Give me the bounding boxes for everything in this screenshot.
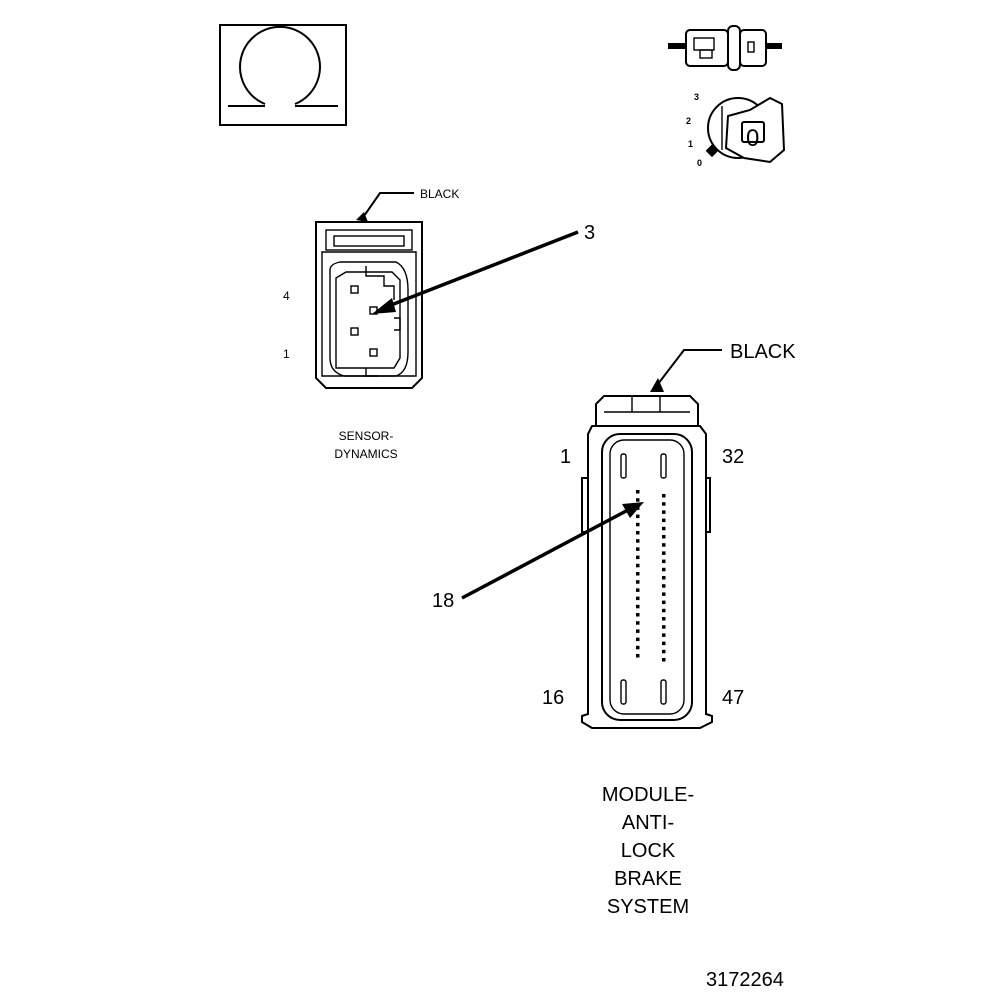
- sensor-callout: 3: [584, 222, 595, 244]
- module-pin: [636, 613, 640, 617]
- module-pin: [662, 494, 666, 498]
- module-color-label: BLACK: [730, 341, 796, 363]
- module-pin: [662, 625, 666, 629]
- sensor-pin-label-bottom: 1: [283, 347, 290, 361]
- module-pin: [636, 580, 640, 584]
- module-pin: [636, 498, 640, 502]
- module-pin-label-1: 1: [560, 446, 571, 468]
- sensor-color-label: BLACK: [420, 187, 459, 201]
- key-position-0: 0: [697, 158, 702, 168]
- module-pin: [662, 584, 666, 588]
- key-position-1: 1: [688, 139, 693, 149]
- module-pin: [662, 502, 666, 506]
- module-pin: [636, 654, 640, 658]
- module-connector: BLACK 1 32 16 47 18 MODULE- ANTI- LOCK BRAK…: [432, 341, 796, 918]
- module-pin: [636, 629, 640, 633]
- module-pin: [662, 658, 666, 662]
- module-pin: [662, 617, 666, 621]
- module-pin: [636, 596, 640, 601]
- module-name-line: SYSTEM: [607, 896, 689, 918]
- module-name-line: BRAKE: [614, 868, 682, 890]
- key-position-3: 3: [694, 92, 699, 102]
- module-pin: [636, 522, 640, 527]
- sensor-name-line1: SENSOR-: [339, 429, 394, 443]
- module-pin: [636, 645, 640, 650]
- module-pin: [636, 588, 640, 592]
- module-pin-1: [620, 453, 627, 479]
- module-pin: [662, 543, 666, 547]
- module-pin: [662, 510, 666, 514]
- module-pin-32: [660, 453, 667, 479]
- key-label: 0: [746, 125, 759, 152]
- module-pin: [662, 518, 666, 523]
- module-pin: [636, 572, 640, 576]
- module-name: MODULE- ANTI- LOCK BRAKE SYSTEM: [602, 784, 694, 918]
- module-pin-47: [660, 679, 667, 705]
- figure-number: 3172264: [706, 969, 784, 991]
- module-pin: [662, 649, 666, 654]
- ignition-key-icon: 3 2 1 0 0: [686, 92, 786, 168]
- sensor-pin-4: [350, 285, 359, 294]
- module-pin: [662, 592, 666, 596]
- module-pin: [662, 526, 666, 531]
- module-pin-label-32: 32: [722, 446, 744, 468]
- module-name-line: MODULE-: [602, 784, 694, 806]
- module-pin: [662, 567, 666, 572]
- sensor-connector: BLACK 4 1 3 SENSOR- DYNAMICS: [283, 187, 595, 461]
- key-position-2: 2: [686, 116, 691, 126]
- module-pin-label-47: 47: [722, 687, 744, 709]
- module-pin: [636, 555, 640, 560]
- module-pin: [636, 604, 640, 609]
- module-pin-grid: [636, 490, 666, 662]
- module-pin: [636, 621, 640, 625]
- module-callout: 18: [432, 590, 454, 612]
- module-pin: [636, 531, 640, 535]
- module-pin: [636, 547, 640, 551]
- module-pin: [636, 539, 640, 543]
- module-name-line: LOCK: [621, 840, 676, 862]
- sensor-pin-2: [350, 327, 359, 336]
- module-pin: [662, 551, 666, 555]
- module-pin: [636, 514, 640, 519]
- module-name-line: ANTI-: [622, 812, 674, 834]
- module-pin: [662, 608, 666, 613]
- module-pin: [662, 535, 666, 539]
- sensor-pin-label-top: 4: [283, 289, 290, 303]
- module-pin: [662, 600, 666, 605]
- module-pin-label-16: 16: [542, 687, 564, 709]
- module-pin: [662, 576, 666, 580]
- sensor-pin-1: [369, 348, 378, 357]
- module-pin: [636, 490, 640, 494]
- module-pin: [662, 641, 666, 646]
- module-pin: [662, 633, 666, 637]
- module-pin: [662, 559, 666, 564]
- connector-side-icon: [668, 25, 782, 71]
- module-pin: [636, 563, 640, 568]
- omega-icon: [219, 24, 347, 126]
- module-pin-16: [620, 679, 627, 705]
- sensor-name-line2: DYNAMICS: [334, 447, 397, 461]
- module-pin: [636, 637, 640, 642]
